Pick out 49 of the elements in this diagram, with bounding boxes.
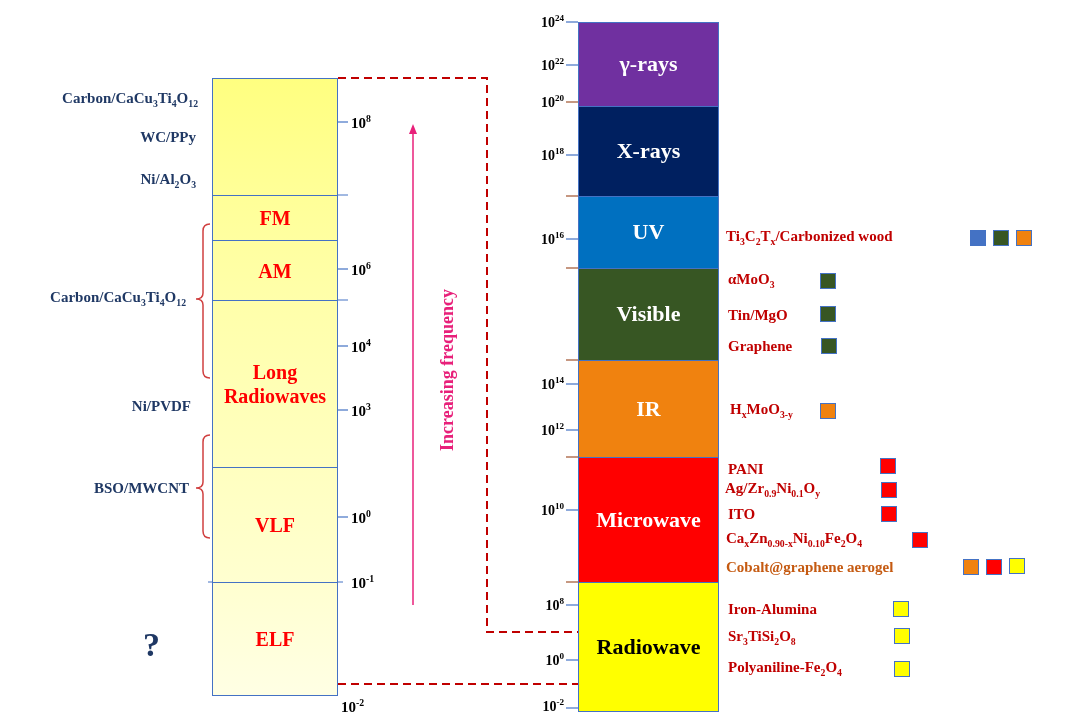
tick-label: 10$^{14}$ [540,376,564,392]
spectrum-band: FM [212,195,338,241]
tick-label: 10$^{20}$ [540,94,564,110]
tick-label: 10$^{0}$ [545,652,564,668]
material-label: ITO [728,506,756,522]
spectrum-band: Long Radiowaves [212,300,338,468]
spectrum-band: X-rays [578,106,719,197]
material-label: Tin/MgO [728,307,788,323]
material-label: WC/PPy [140,129,196,145]
spectrum-band: Microwave [578,457,719,583]
tick-label: 10$^{24}$ [540,14,564,30]
tick-label: 10$^{-1}$ [351,573,375,591]
spectrum-band: Radiowave [578,582,719,712]
tick-label: 10$^{8}$ [545,597,564,613]
axis-title: Increasing frequency [438,289,456,451]
spectrum-band: IR [578,360,719,458]
material-label: Ag/Zr$_{0.9}$Ni$_{0.1}$O$_{y}$ [725,481,821,499]
tick-label: 10$^{-2}$ [341,697,365,715]
material-label: Graphene [728,338,793,354]
tick-label: 10$^{16}$ [540,231,564,247]
tick-label: 10$^{18}$ [540,147,564,163]
dashed-connector [337,683,579,685]
tick-label: 10$^{10}$ [540,502,564,518]
tick-label: 10$^{4}$ [351,337,371,355]
spectrum-band [212,78,338,196]
tick-label: 10$^{3}$ [351,401,371,419]
material-label: Ti$_{3}$C$_{2}$T$_{x}$/Carbonized wood [726,229,893,247]
material-label: Ni/PVDF [131,398,191,414]
spectrum-band: AM [212,240,338,301]
tick-label: 10$^{0}$ [351,508,371,526]
spectrum-band: UV [578,196,719,269]
material-label: PANI [728,461,764,477]
spectrum-band: γ-rays [578,22,719,107]
spectrum-band: ELF [212,582,338,696]
tick-label: 10$^{8}$ [351,113,371,131]
material-label: Cobalt@graphene aerogel [726,559,894,575]
material-label: Ni/Al$_{2}$O$_{3}$ [140,172,196,190]
question-mark: ? [143,628,160,662]
material-label: αMoO$_{3}$ [728,272,775,290]
spectrum-band: VLF [212,467,338,583]
spectrum-band: Visible [578,268,719,361]
tick-label: 10$^{12}$ [540,422,564,438]
tick-label: 10$^{22}$ [540,57,564,73]
tick-label: 10$^{-2}$ [542,698,564,714]
material-label: Iron-Alumina [728,601,817,617]
material-label: BSO/MWCNT [94,480,189,496]
tick-label: 10$^{6}$ [351,260,371,278]
material-label: Ca$_{x}$Zn$_{0.90-x}$Ni$_{0.10}$Fe$_{2}$O$_{4}$ [726,531,863,549]
material-label: Carbon/CaCu$_{3}$Ti$_{4}$O$_{12}$ [50,290,186,308]
